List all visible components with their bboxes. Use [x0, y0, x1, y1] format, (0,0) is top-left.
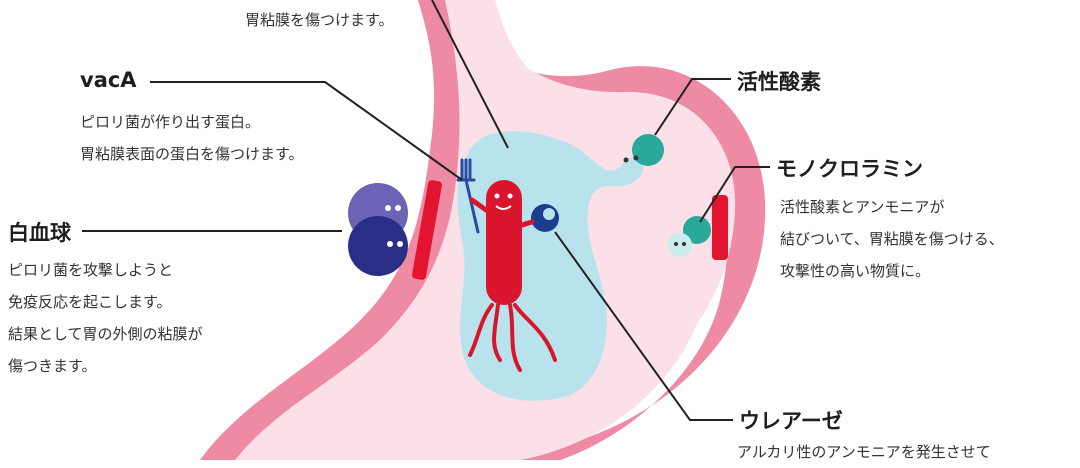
- monochloramine-desc-line: 活性酸素とアンモニアが: [780, 198, 945, 216]
- leader-lines: [82, 0, 770, 421]
- white-blood-cell-bottom: [348, 216, 408, 276]
- top-description: 胃粘膜を傷つけます。: [245, 11, 394, 29]
- monochloramine-title: モノクロラミン: [776, 157, 923, 181]
- monochloramine-icon: [683, 216, 711, 244]
- stomach-wall-left: [200, 0, 462, 460]
- white-blood-cell-description: ピロリ菌を攻撃しようと 免疫反応を起こします。 結果として胃の外側の粘膜が 傷つ…: [8, 254, 203, 382]
- active-oxygen-title: 活性酸素: [737, 70, 821, 94]
- wbc-desc-line: 免疫反応を起こします。: [8, 293, 172, 311]
- white-blood-cell-title: 白血球: [8, 221, 71, 245]
- inflammation-right: [712, 195, 728, 260]
- inflammation-left: [412, 180, 442, 280]
- wbc-desc-line: 結果として胃の外側の粘膜が: [8, 325, 203, 343]
- urease-description: アルカリ性のアンモニアを発生させて: [737, 436, 991, 468]
- bacterium-body: [486, 180, 522, 305]
- vacA-title: vacA: [80, 68, 137, 92]
- monochloramine-desc-line: 結びついて、胃粘膜を傷つける、: [780, 230, 1004, 248]
- active-oxygen-icon: [632, 134, 664, 166]
- vacA-description: ピロリ菌が作り出す蛋白。 胃粘膜表面の蛋白を傷つけます。: [80, 106, 304, 170]
- urease-title: ウレアーゼ: [739, 409, 843, 433]
- vacA-desc-line: 胃粘膜表面の蛋白を傷つけます。: [80, 145, 304, 163]
- wbc-desc-line: ピロリ菌を攻撃しようと: [8, 261, 174, 279]
- monochloramine-description: 活性酸素とアンモニアが 結びついて、胃粘膜を傷つける、 攻撃性の高い物質に。: [780, 191, 1004, 287]
- urease-desc-line: アルカリ性のアンモニアを発生させて: [737, 443, 991, 461]
- wbc-desc-line: 傷つきます。: [8, 357, 97, 375]
- monochloramine-desc-line: 攻撃性の高い物質に。: [780, 262, 931, 280]
- fork-icon: [456, 158, 480, 234]
- bacterium-flagella: [468, 303, 557, 372]
- stomach-cavity: [245, 0, 736, 460]
- vacA-desc-line: ピロリ菌が作り出す蛋白。: [80, 113, 261, 131]
